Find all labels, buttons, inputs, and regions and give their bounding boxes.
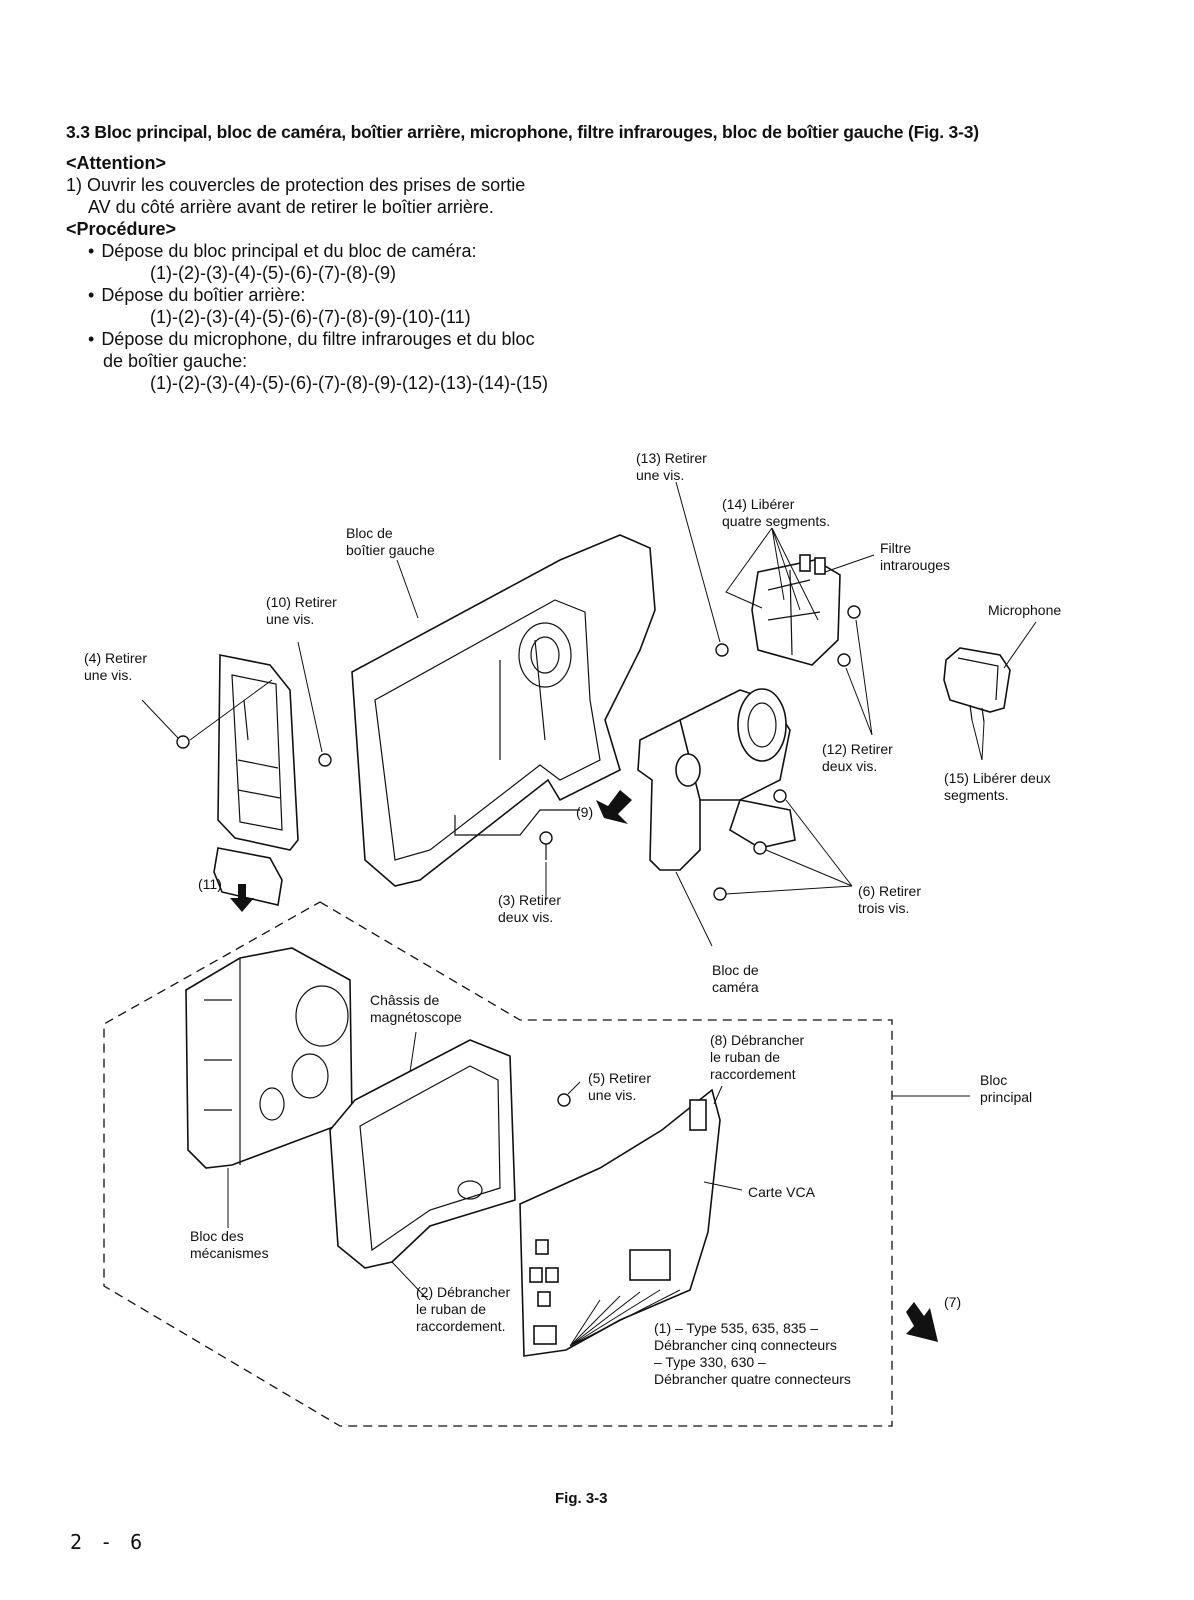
screw-4-icon <box>176 735 190 749</box>
leader-1 <box>569 1289 681 1347</box>
leader-filtre <box>824 554 875 573</box>
figure-caption: Fig. 3-3 <box>555 1490 608 1507</box>
label-step-9: (9) <box>576 804 594 820</box>
attention-title: <Attention> <box>66 153 167 173</box>
leader-2 <box>391 1261 429 1301</box>
instructions-block: <Attention> 1) Ouvrir les couvercles de … <box>66 152 686 394</box>
page-number: 2 - 6 <box>70 1530 146 1554</box>
mechanism-block <box>185 947 353 1169</box>
leader-8 <box>713 1085 723 1105</box>
label-microphone: Microphone <box>988 602 1062 618</box>
vcr-chassis <box>329 1039 516 1269</box>
label-step-5: (5) Retirer une vis. <box>588 1070 652 1103</box>
camera-block <box>637 688 796 871</box>
leader-camera <box>675 871 713 947</box>
leader-4 <box>141 699 179 739</box>
label-camera-block: Bloc de caméra <box>712 962 759 995</box>
label-step-14: (14) Libérer quatre segments. <box>722 496 831 529</box>
left-case-block <box>351 534 656 887</box>
label-step-12: (12) Retirer deux vis. <box>822 741 893 774</box>
arrow-11-icon <box>230 884 254 912</box>
procedure-title: <Procédure> <box>66 219 177 239</box>
leader-15 <box>971 719 985 761</box>
label-step-6: (6) Retirer trois vis. <box>858 883 922 916</box>
procedure-step-3: Dépose du microphone, du filtre infrarou… <box>66 328 686 350</box>
microphone-part <box>943 647 1011 723</box>
label-mechanism-block: Bloc des mécanismes <box>190 1228 269 1261</box>
rear-case-panel <box>217 654 299 851</box>
leader-10 <box>297 641 323 753</box>
procedure-step-3-sequence: (1)-(2)-(3)-(4)-(5)-(6)-(7)-(8)-(9)-(12)… <box>150 373 548 393</box>
screw-6b-icon <box>753 841 767 855</box>
leader-5 <box>567 1081 581 1095</box>
label-main-block: Bloc principal <box>980 1072 1033 1105</box>
screw-5-icon <box>557 1093 571 1107</box>
procedure-step-1-sequence: (1)-(2)-(3)-(4)-(5)-(6)-(7)-(8)-(9) <box>150 263 396 283</box>
arrow-9-icon <box>596 790 632 824</box>
screw-10-icon <box>318 753 332 767</box>
label-step-2: (2) Débrancher le ruban de raccordement. <box>416 1284 511 1334</box>
rear-case-cover <box>213 847 283 906</box>
screw-6a-icon <box>773 789 787 803</box>
attention-item-line-2: AV du côté arrière avant de retirer le b… <box>88 197 494 217</box>
label-step-15: (15) Libérer deux segments. <box>944 770 1051 803</box>
leader-carte-vca <box>703 1181 743 1191</box>
procedure-step-1: Dépose du bloc principal et du bloc de c… <box>66 240 686 262</box>
screw-13-icon <box>715 643 729 657</box>
screw-12a-icon <box>847 605 861 619</box>
screw-3-icon <box>539 831 553 860</box>
section-heading: 3.3 Bloc principal, bloc de caméra, boît… <box>66 122 979 142</box>
leader-13 <box>675 481 721 643</box>
label-step-1: (1) – Type 535, 635, 835 – Débrancher ci… <box>654 1320 851 1387</box>
leader-4-panel <box>189 679 273 741</box>
leader-microphone <box>1003 621 1037 669</box>
label-step-4: (4) Retirer une vis. <box>84 650 148 683</box>
attention-item-line-1: 1) Ouvrir les couvercles de protection d… <box>66 175 526 195</box>
screw-6c-icon <box>713 887 727 901</box>
label-ir-filter: Filtre intrarouges <box>880 540 951 573</box>
vca-board <box>519 1088 721 1357</box>
label-vcr-chassis: Châssis de magnétoscope <box>370 992 462 1025</box>
leader-left-case <box>396 559 419 619</box>
procedure-step-2-sequence: (1)-(2)-(3)-(4)-(5)-(6)-(7)-(8)-(9)-(10)… <box>150 307 471 327</box>
label-step-13: (13) Retirer une vis. <box>636 450 707 483</box>
leader-chassis <box>409 1031 417 1073</box>
leader-6 <box>725 799 853 895</box>
procedure-step-2: Dépose du boîtier arrière: <box>66 284 686 306</box>
arrow-7-icon <box>906 1302 938 1342</box>
label-step-8: (8) Débrancher le ruban de raccordement <box>710 1032 805 1082</box>
label-step-7: (7) <box>944 1294 962 1310</box>
label-vca-board: Carte VCA <box>748 1184 815 1200</box>
label-step-3: (3) Retirer deux vis. <box>498 892 562 925</box>
label-step-10: (10) Retirer une vis. <box>266 594 337 627</box>
leader-12 <box>845 619 873 736</box>
ir-filter-block <box>751 554 841 666</box>
screw-12b-icon <box>837 653 851 667</box>
leader-14 <box>725 527 819 621</box>
label-left-case-block: Bloc de boîtier gauche <box>346 525 435 558</box>
procedure-step-3-cont: de boîtier gauche: <box>103 351 248 371</box>
label-step-11: (11) <box>198 876 222 892</box>
